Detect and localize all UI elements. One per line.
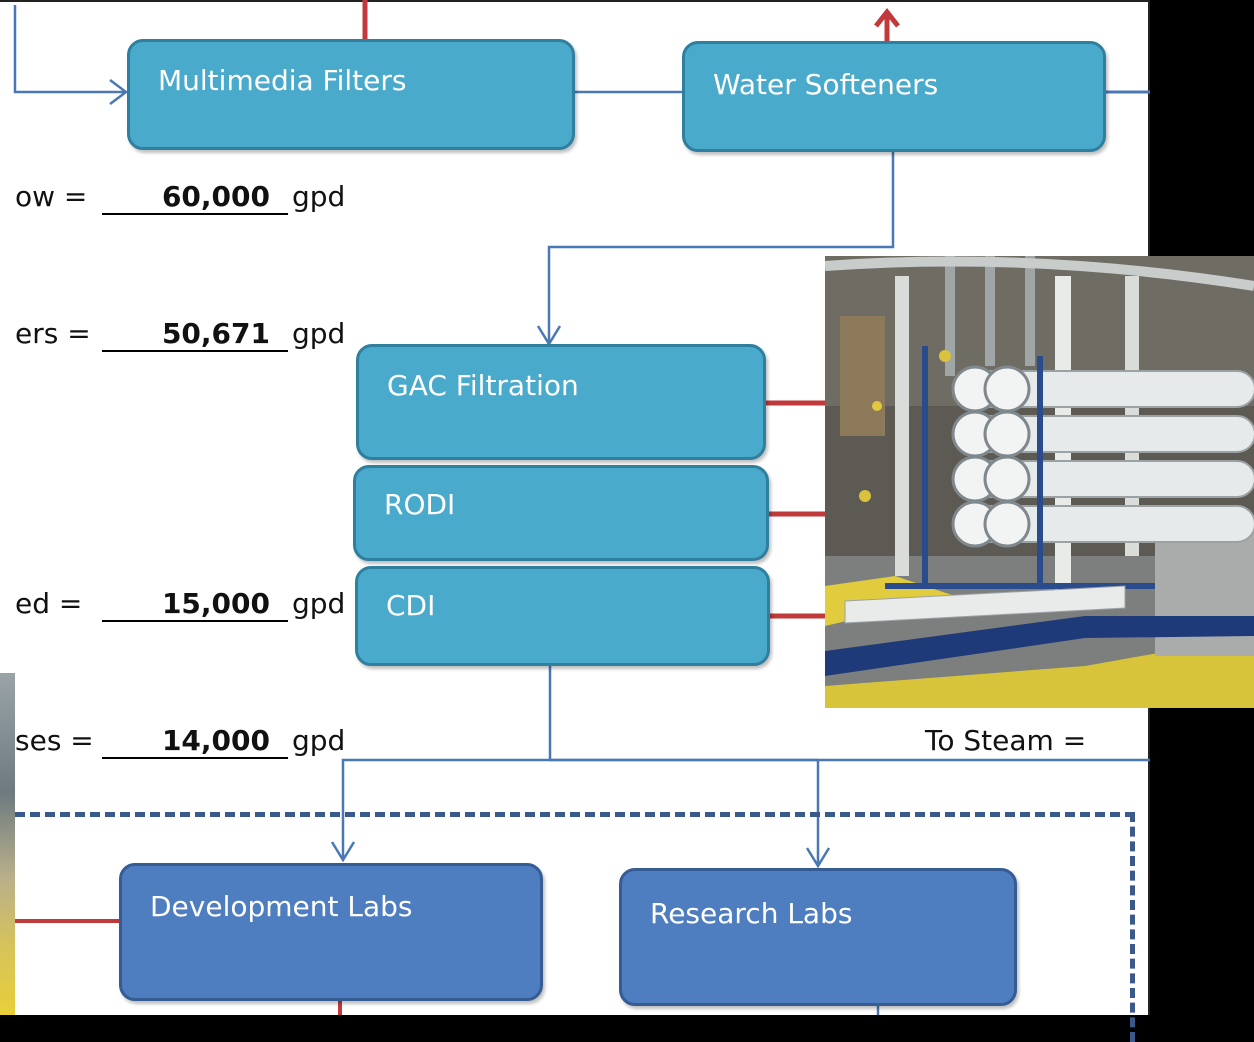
water-softeners-label: Water Softeners (713, 68, 939, 101)
flow-unit: gpd (292, 180, 346, 213)
to-steam-label: To Steam = (925, 724, 1087, 757)
rodi-box: RODI (353, 465, 769, 561)
multimedia-filters-box: Multimedia Filters (127, 39, 575, 150)
flow-value: 15,000 (102, 587, 288, 622)
cdi-label: CDI (386, 589, 436, 622)
rodi-label: RODI (384, 488, 456, 521)
research-labs-label: Research Labs (650, 897, 853, 930)
flow-unit: gpd (292, 317, 346, 350)
multimedia-filters-label: Multimedia Filters (158, 64, 407, 97)
development-labs-box: Development Labs (119, 863, 543, 1001)
flow-value: 50,671 (102, 317, 288, 352)
flow-value: 60,000 (102, 180, 288, 215)
gac-filtration-box: GAC Filtration (356, 344, 766, 460)
flow-unit: gpd (292, 724, 346, 757)
labs-group-boundary (15, 812, 1135, 1042)
research-labs-box: Research Labs (619, 868, 1017, 1006)
development-labs-label: Development Labs (150, 890, 413, 923)
flow-value: 14,000 (102, 724, 288, 759)
cdi-box: CDI (355, 566, 770, 666)
flow-label: ed = (15, 587, 83, 620)
equipment-photo (825, 256, 1254, 708)
flow-label: ers = (15, 317, 91, 350)
equipment-photo-illustration (825, 256, 1254, 708)
flow-unit: gpd (292, 587, 346, 620)
gac-filtration-label: GAC Filtration (387, 369, 579, 402)
equipment-photo-left (0, 673, 15, 1015)
flow-label: ow = (15, 180, 88, 213)
water-softeners-box: Water Softeners (682, 41, 1106, 152)
flow-label: ses = (15, 724, 94, 757)
